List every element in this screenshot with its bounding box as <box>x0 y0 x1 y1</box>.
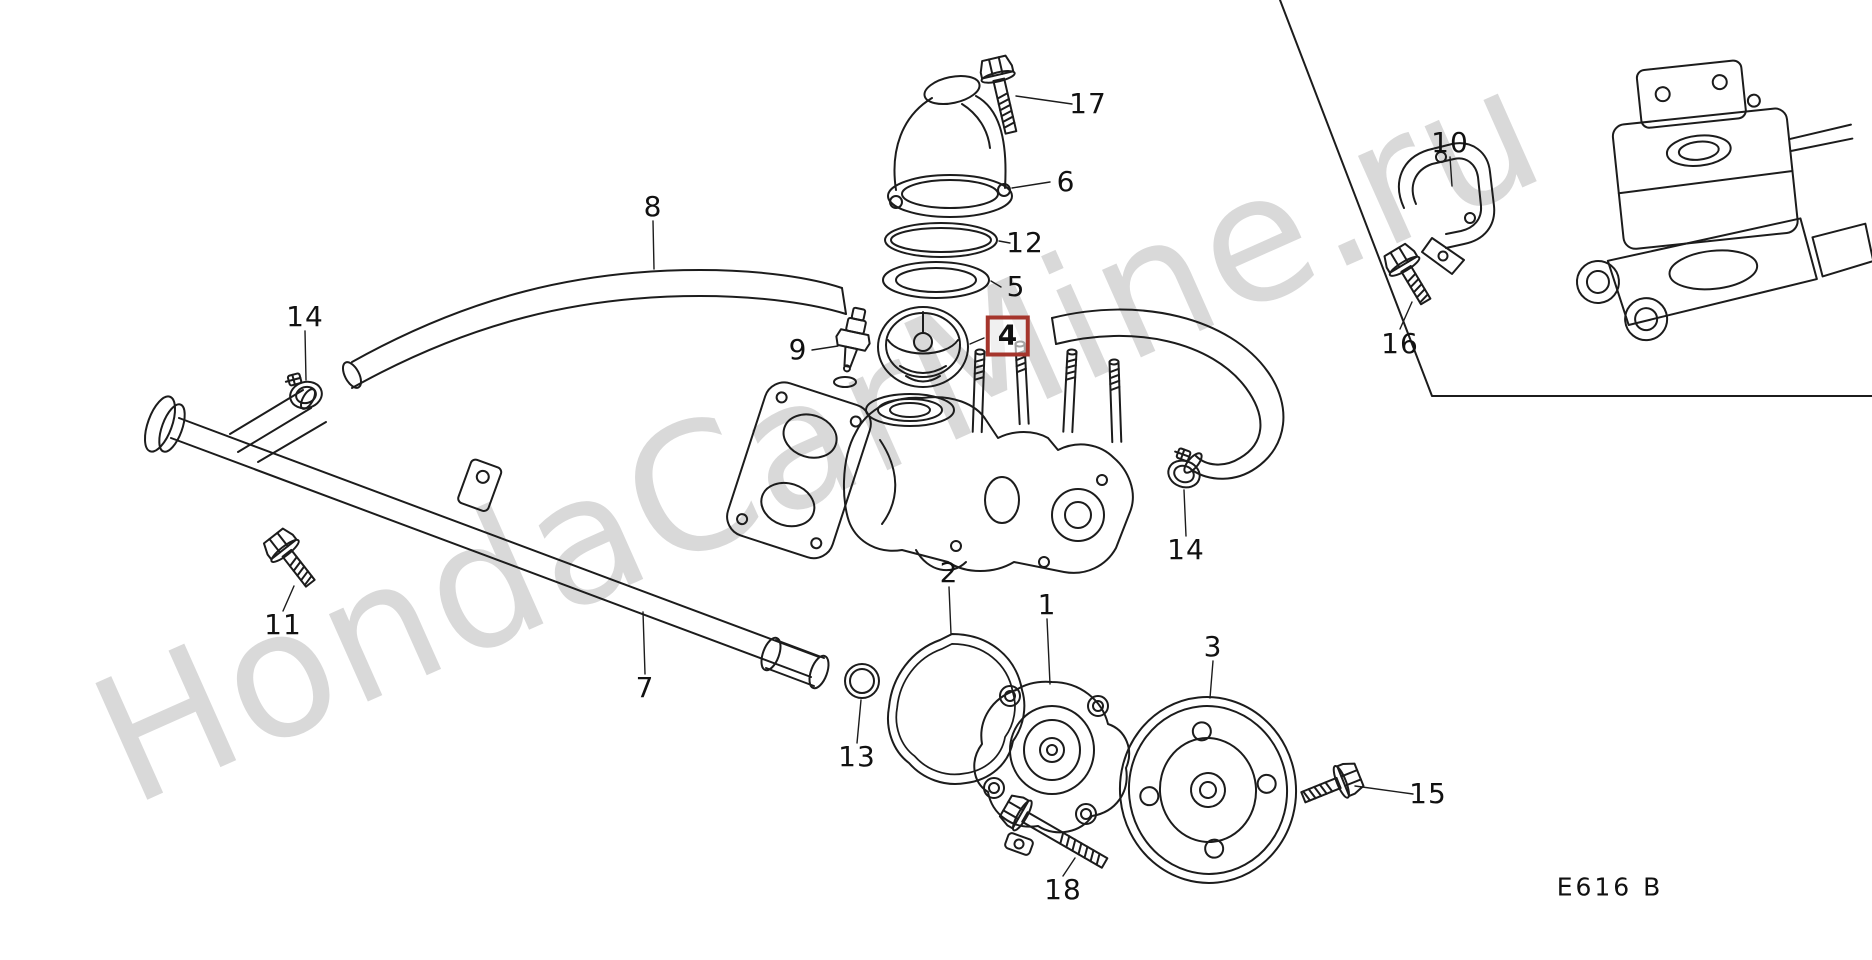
bracket-10-drawing <box>1397 142 1496 275</box>
callout-11[interactable]: 11 <box>264 608 302 641</box>
thermostat-4-drawing <box>877 306 969 388</box>
pulley-drawing <box>1118 696 1298 884</box>
diagram-code: E616 B <box>1556 872 1664 902</box>
seal-5-drawing <box>882 261 990 299</box>
callout-18[interactable]: 18 <box>1044 873 1082 906</box>
hose-clamp-left-drawing <box>283 367 326 413</box>
water-pump-drawing <box>973 680 1131 856</box>
callout-14-left[interactable]: 14 <box>286 300 324 333</box>
callout-13[interactable]: 13 <box>838 740 876 773</box>
callout-9[interactable]: 9 <box>788 333 808 366</box>
oring-12-drawing <box>884 222 998 258</box>
leader-lines <box>282 95 1453 877</box>
callout-16[interactable]: 16 <box>1381 327 1419 360</box>
callout-7[interactable]: 7 <box>635 671 655 704</box>
thermostat-cover-drawing <box>887 75 1013 218</box>
callout-14-right[interactable]: 14 <box>1167 533 1205 566</box>
bolt-17-drawing <box>977 55 1027 137</box>
hose-8-drawing <box>341 269 847 389</box>
carburetor-inset-drawing <box>1575 59 1872 342</box>
callout-8[interactable]: 8 <box>643 190 663 223</box>
water-pipe-7-drawing <box>143 388 830 690</box>
sensor-9-drawing <box>835 306 871 373</box>
callout-10[interactable]: 10 <box>1431 126 1469 159</box>
callout-4-highlighted[interactable]: 4 <box>985 315 1031 357</box>
callout-3[interactable]: 3 <box>1203 630 1223 663</box>
callout-17[interactable]: 17 <box>1069 87 1107 120</box>
watermark-text: HondaCarMine.ru <box>66 27 1570 845</box>
gasket-2-drawing <box>887 633 1026 785</box>
callout-5[interactable]: 5 <box>1006 270 1026 303</box>
inset-border <box>1279 0 1872 397</box>
callout-1[interactable]: 1 <box>1037 588 1057 621</box>
callout-2[interactable]: 2 <box>939 556 959 589</box>
callout-6[interactable]: 6 <box>1056 165 1076 198</box>
manifold-drawing <box>726 340 1134 574</box>
callout-15[interactable]: 15 <box>1409 777 1447 810</box>
callout-12[interactable]: 12 <box>1006 226 1044 259</box>
oring-13-drawing <box>844 663 880 699</box>
